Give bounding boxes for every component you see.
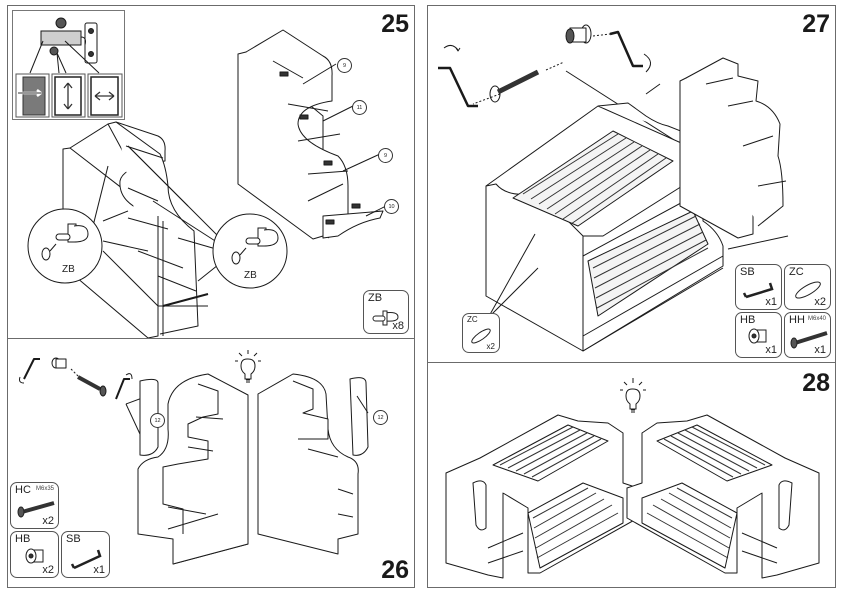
step-number: 25 xyxy=(381,10,409,38)
depth-adjust-icon xyxy=(15,73,50,118)
hardware-qty: x1 xyxy=(814,344,826,356)
shelf-support-pin-icon xyxy=(372,310,399,326)
dowel-icon xyxy=(471,328,491,344)
bolt-icon xyxy=(790,331,828,349)
lightbulb-icon xyxy=(620,378,646,413)
hardware-box-hh: HH M6x40 x1 xyxy=(784,312,831,358)
shelf-pin-detail-left xyxy=(27,208,103,284)
step-27-illustration xyxy=(438,24,789,352)
hardware-qty: x2 xyxy=(42,564,54,576)
detail-label: ZB xyxy=(62,264,75,275)
step-26-illustration xyxy=(19,350,369,565)
hinge-adjustment-inset xyxy=(12,10,125,120)
assembled-bed-left xyxy=(445,414,639,579)
hardware-qty: x1 xyxy=(93,564,105,576)
allen-key-icon xyxy=(115,373,133,400)
part-callout: 12 xyxy=(150,413,165,428)
shelf-pin-detail-right xyxy=(212,213,288,289)
step-25-illustration xyxy=(27,29,387,339)
hardware-qty: x1 xyxy=(765,296,777,308)
hardware-spec: M6x40 xyxy=(807,316,826,322)
hardware-code: ZB xyxy=(368,292,383,304)
step-26-panel: 26 xyxy=(7,338,415,588)
step-number: 28 xyxy=(802,369,830,397)
hardware-code: SB xyxy=(66,533,81,545)
hardware-code: HB xyxy=(740,314,756,326)
part-callout: 9 xyxy=(337,58,352,73)
allen-key-icon xyxy=(19,358,40,384)
barrel-nut-icon xyxy=(25,548,44,564)
horizontal-adjust-icon xyxy=(87,73,123,118)
hardware-box-sb: SB x1 xyxy=(61,531,110,578)
part-callout: 9 xyxy=(378,148,393,163)
bolt-icon xyxy=(77,375,107,397)
hardware-box-zc-detail: ZC x2 xyxy=(462,313,500,353)
step-28-panel: 28 xyxy=(427,362,836,588)
hardware-box-zb: ZB x8 xyxy=(363,290,409,334)
hardware-code: SB xyxy=(740,266,755,278)
hardware-box-hb: HB x2 xyxy=(10,531,59,578)
step-28-illustration xyxy=(445,378,820,579)
vertical-adjust-icon xyxy=(51,73,86,118)
hardware-code: ZC xyxy=(789,266,804,278)
allen-key-icon xyxy=(438,44,478,108)
hardware-code: HC xyxy=(15,484,31,496)
part-callout: 10 xyxy=(384,199,399,214)
hardware-code: ZC xyxy=(467,315,478,324)
part-callout: 11 xyxy=(352,100,367,115)
hardware-qty: x8 xyxy=(392,320,404,332)
hardware-box-hb: HB x1 xyxy=(735,312,782,358)
detail-label: ZB xyxy=(244,270,257,281)
allen-key-icon xyxy=(70,549,102,570)
bolt-icon xyxy=(489,69,540,103)
step-27-panel: 27 xyxy=(427,5,836,363)
concealed-hinge-adjustment-icon xyxy=(15,17,123,118)
lightbulb-icon xyxy=(235,350,261,383)
barrel-nut-icon xyxy=(51,357,67,369)
allen-key-icon xyxy=(742,282,774,299)
dowel-icon xyxy=(795,281,821,299)
hardware-box-zc: ZC x2 xyxy=(784,264,831,310)
hardware-box-sb: SB x1 xyxy=(735,264,782,310)
bolt-icon xyxy=(17,501,55,518)
hardware-qty: x2 xyxy=(42,515,54,527)
hardware-spec: M6x35 xyxy=(35,486,54,492)
step-number: 26 xyxy=(381,556,409,584)
part-callout: 12 xyxy=(373,410,388,425)
hardware-qty: x2 xyxy=(814,296,826,308)
hardware-qty: x2 xyxy=(486,342,495,351)
hardware-code: HB xyxy=(15,533,31,545)
hardware-code: HH xyxy=(789,314,805,326)
step-25-panel: 25 xyxy=(7,5,415,339)
assembled-bed-right xyxy=(626,414,820,579)
hardware-box-hc: HC M6x35 x2 xyxy=(10,482,59,529)
step-number: 27 xyxy=(802,10,830,38)
hardware-qty: x1 xyxy=(765,344,777,356)
barrel-nut-icon xyxy=(565,24,592,44)
allen-key-icon xyxy=(609,30,651,73)
barrel-nut-icon xyxy=(748,328,767,344)
